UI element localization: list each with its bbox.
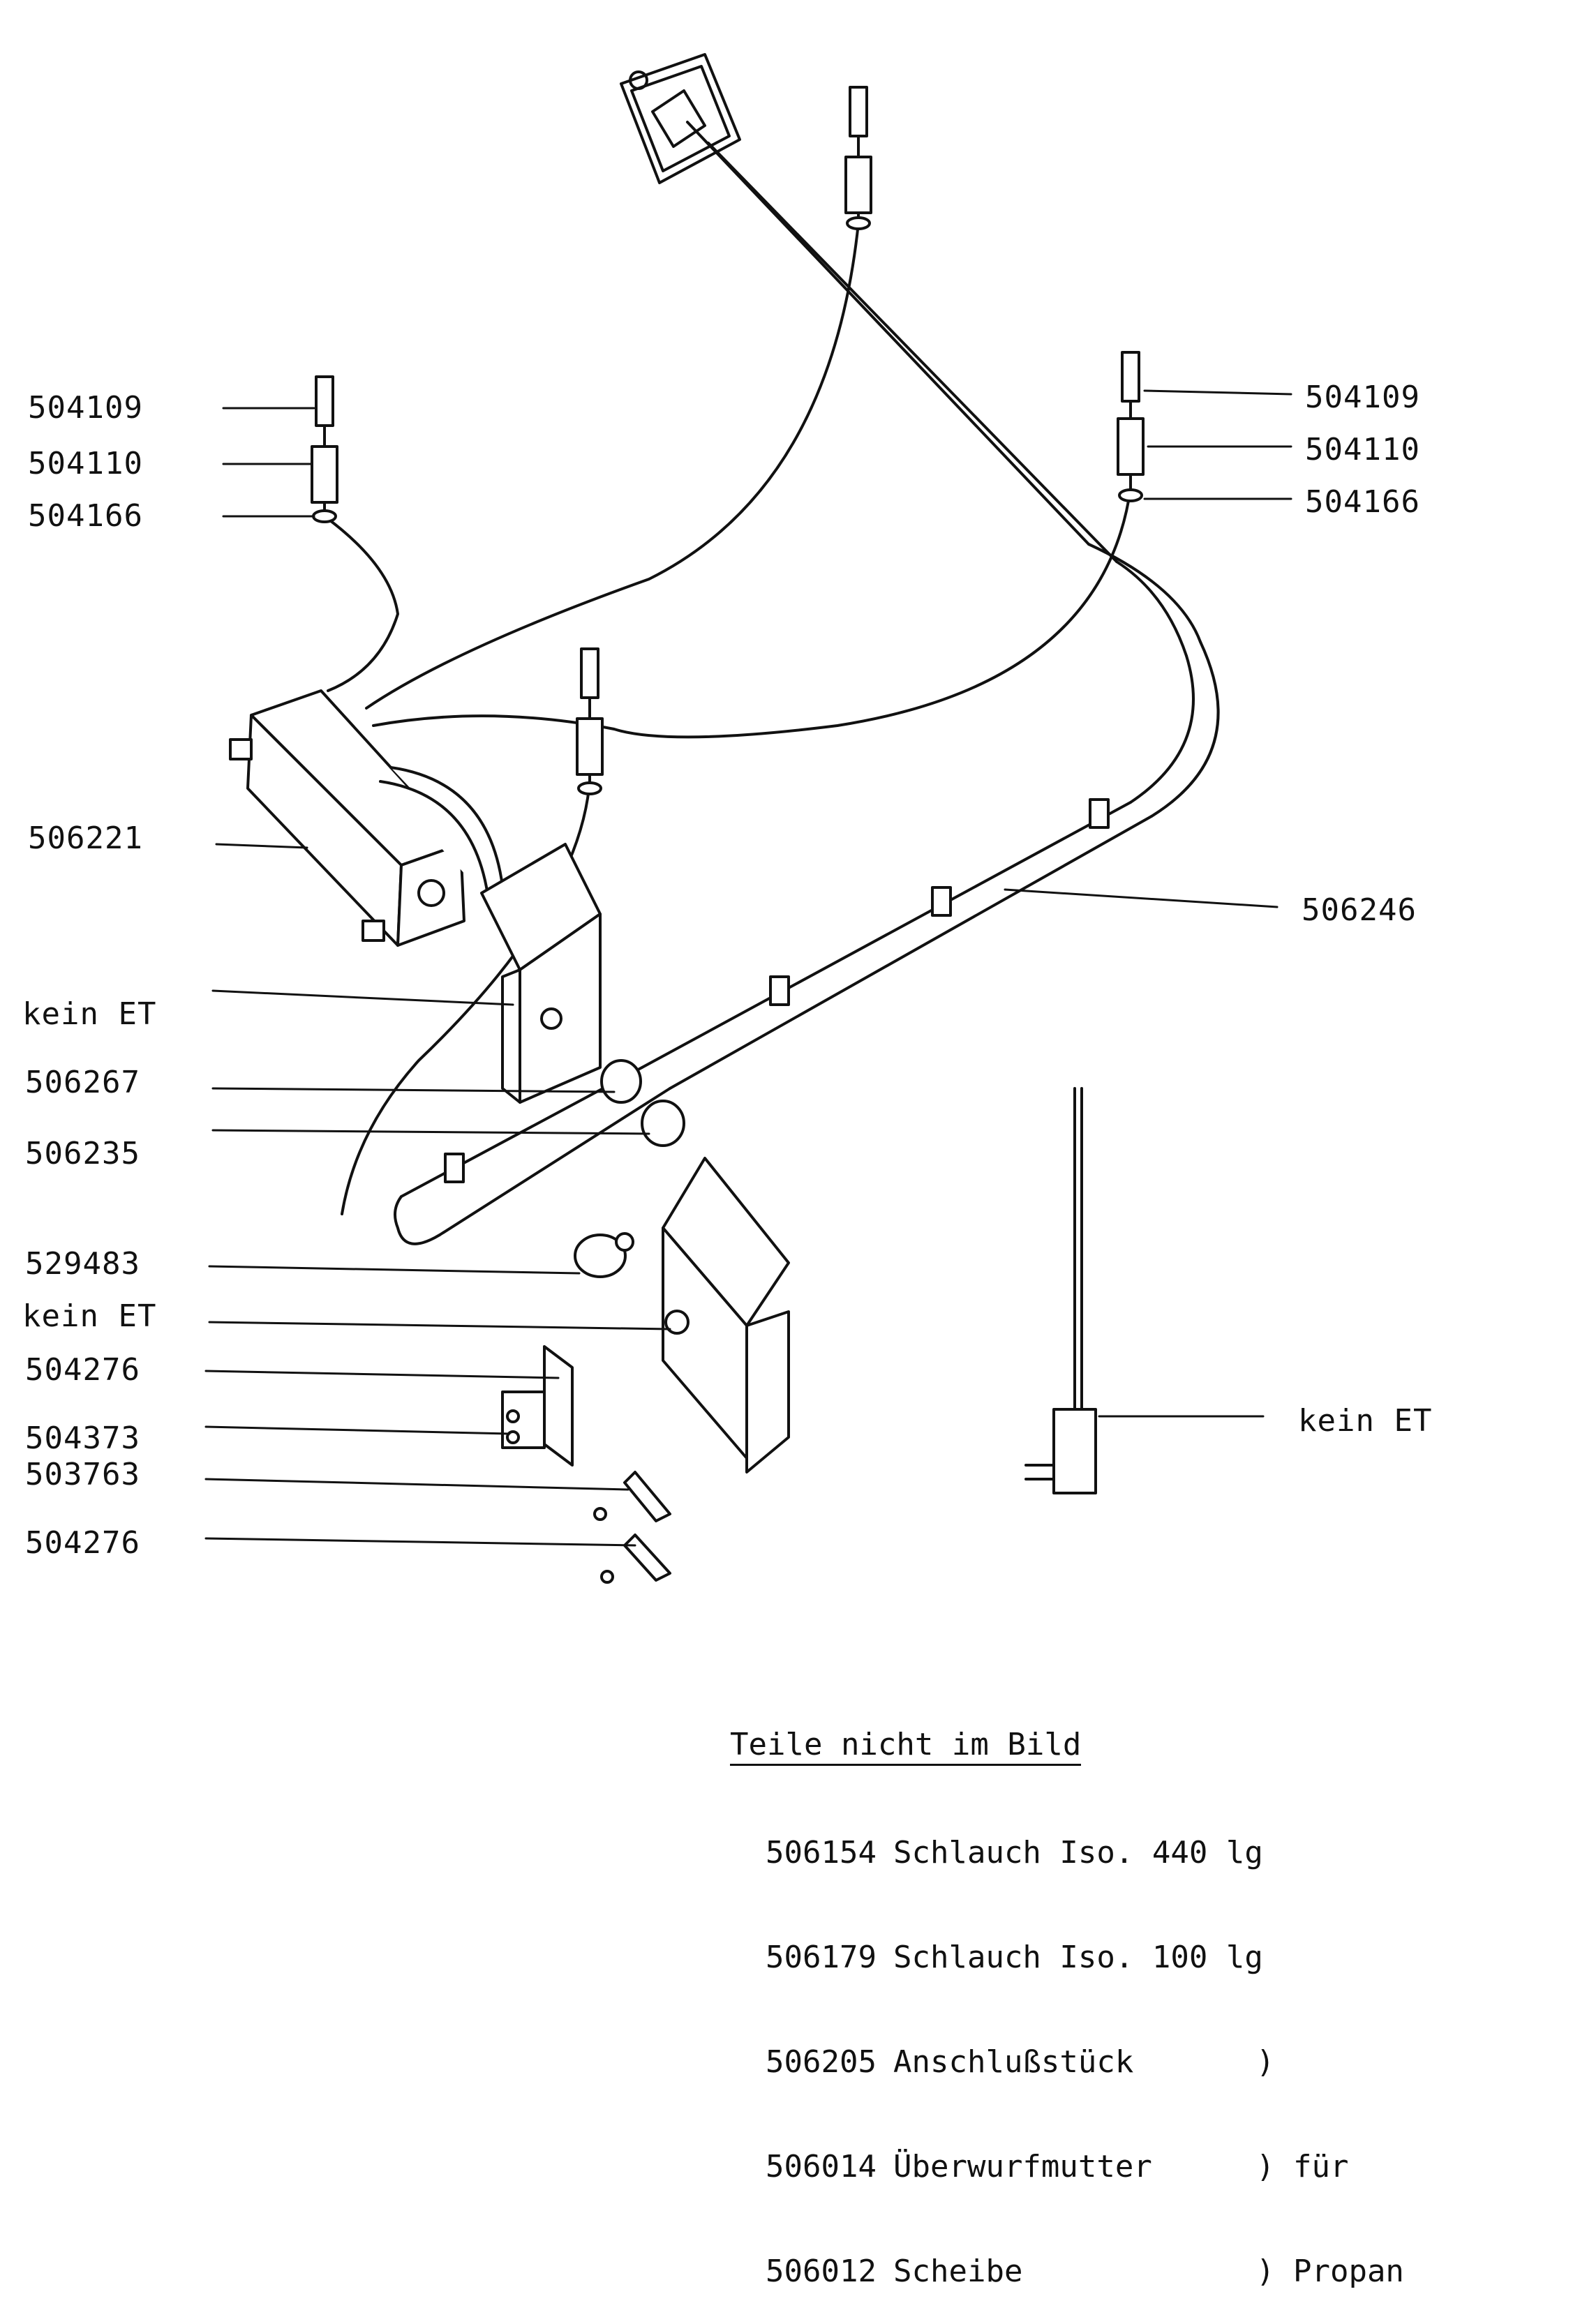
- burner-nozzles: [444, 798, 1110, 1183]
- notes-row: 506154 Schlauch Iso. 440 lg: [730, 1836, 1404, 1871]
- notes-heading: Teile nicht im Bild: [730, 1727, 1082, 1766]
- callout-kein-et-bracket: kein ET: [22, 996, 157, 1032]
- notes-row-name: Schlauch Iso. 100 lg: [893, 1940, 1263, 1975]
- callout-kein-et-plug: kein ET: [1298, 1403, 1433, 1439]
- notes-row-number: 506205: [766, 2044, 877, 2080]
- notes-row-number: 506012: [766, 2254, 877, 2289]
- power-cable: [1024, 1087, 1097, 1494]
- notes-row-note: ): [1256, 2044, 1275, 2080]
- callout-506246: 506246: [1302, 892, 1417, 928]
- notes-row-number: 506014: [766, 2149, 877, 2184]
- callout-kein-et-shield: kein ET: [22, 1298, 157, 1334]
- clips: [593, 1471, 671, 1584]
- callout-504110-left: 504110: [28, 446, 143, 481]
- parts-diagram: [204, 53, 1292, 1584]
- fittings: [600, 1059, 685, 1147]
- callout-506221: 506221: [28, 820, 143, 856]
- switch-block: [501, 1345, 574, 1467]
- callout-504276-a: 504276: [25, 1352, 140, 1388]
- callout-504166-right: 504166: [1305, 484, 1420, 520]
- notes-row: 506012 Scheibe ) Propan: [730, 2254, 1404, 2289]
- callout-504109-right: 504109: [1305, 380, 1420, 415]
- callout-504109-left: 504109: [28, 390, 143, 426]
- callout-504373: 504373: [25, 1420, 140, 1456]
- thermocouple-leads: [323, 93, 1132, 1215]
- connectors-top: [311, 86, 1145, 795]
- gas-valve: [229, 689, 504, 947]
- notes-row: 506179 Schlauch Iso. 100 lg: [730, 1940, 1404, 1975]
- bracket: [480, 843, 602, 1104]
- notes-row-note: ) Propan: [1256, 2254, 1404, 2289]
- callout-504166-left: 504166: [28, 498, 143, 534]
- callout-506267: 506267: [25, 1065, 140, 1100]
- notes-row-name: Schlauch Iso. 440 lg: [893, 1835, 1263, 1871]
- notes-row-note: ) für: [1256, 2149, 1349, 2184]
- notes-row-name: Überwurfmutter: [893, 2149, 1152, 2184]
- notes-row-name: Scheibe: [893, 2254, 1023, 2289]
- gas-pipe-506246: [394, 121, 1220, 1245]
- callout-529483: 529483: [25, 1246, 140, 1282]
- leader-lines: [204, 389, 1292, 1547]
- notes-row-name: Anschlußstück: [893, 2044, 1134, 2080]
- wall-flange: [620, 53, 741, 184]
- notes-row-number: 506179: [766, 1940, 877, 1975]
- igniter: [574, 1232, 634, 1278]
- notes-row: 506205 Anschlußstück): [730, 2045, 1404, 2080]
- callout-503763: 503763: [25, 1457, 140, 1492]
- shield-plate: [662, 1157, 790, 1474]
- callout-504276-b: 504276: [25, 1525, 140, 1561]
- callout-506235: 506235: [25, 1136, 140, 1171]
- notes-row-number: 506154: [766, 1835, 877, 1871]
- notes-row: 506014 Überwurfmutter ) für: [730, 2150, 1404, 2184]
- callout-504110-right: 504110: [1305, 432, 1420, 467]
